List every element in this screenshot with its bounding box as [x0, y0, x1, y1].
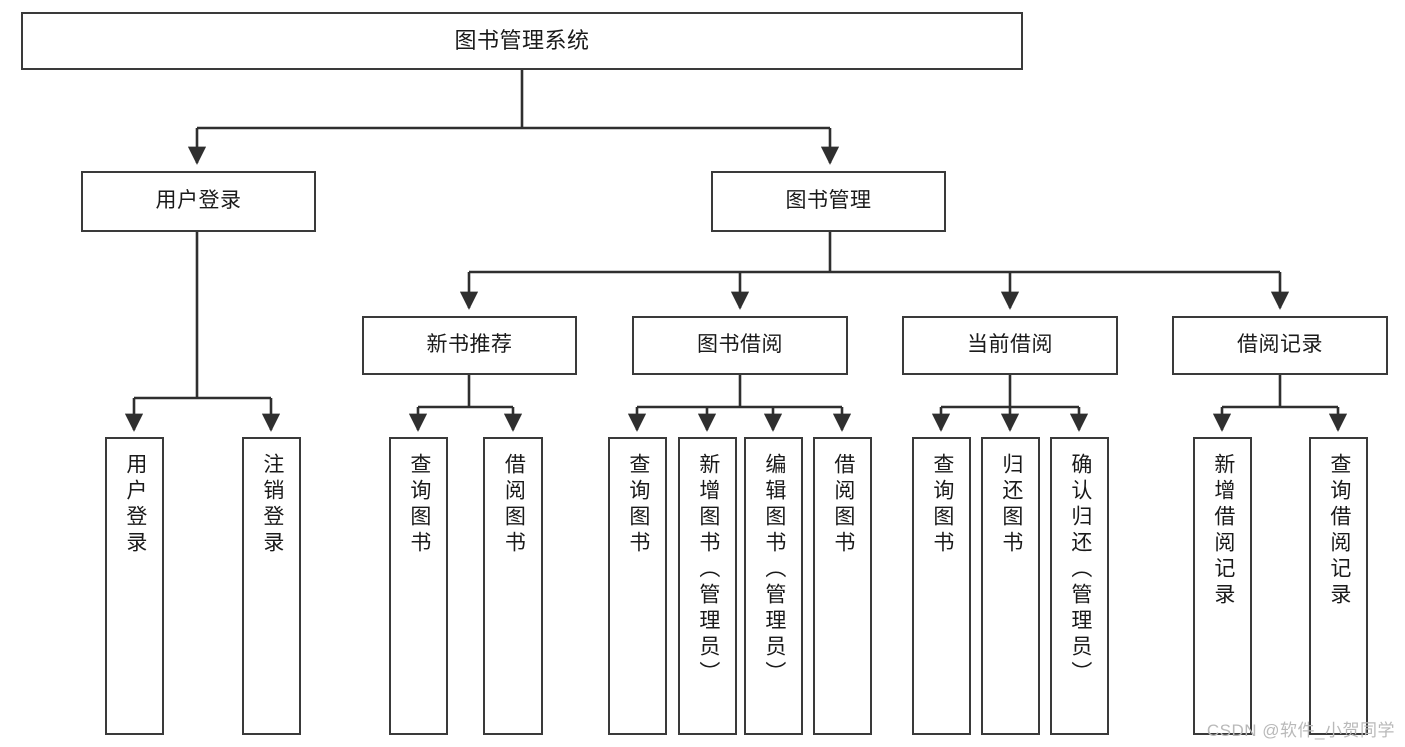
node-book-borrowing[interactable]: 图书借阅 [632, 316, 848, 375]
node-label: 当前借阅 [967, 333, 1053, 357]
leaf-add-book-admin[interactable]: 新增图书（管理员） [678, 437, 737, 735]
leaf-borrow-book-recommendation[interactable]: 借阅图书 [483, 437, 543, 735]
node-label: 图书管理系统 [454, 28, 590, 54]
leaf-user-login[interactable]: 用户登录 [105, 437, 164, 735]
node-label: 用户登录 [123, 453, 147, 557]
node-user-login[interactable]: 用户登录 [81, 171, 316, 232]
node-label: 查询图书 [626, 453, 650, 557]
node-borrowing-record[interactable]: 借阅记录 [1172, 316, 1388, 375]
leaf-query-book-borrowing[interactable]: 查询图书 [608, 437, 667, 735]
node-label: 确认归还（管理员） [1068, 453, 1092, 687]
node-label: 新书推荐 [426, 333, 513, 357]
node-new-book-recommendation[interactable]: 新书推荐 [362, 316, 577, 375]
node-label: 查询图书 [930, 453, 954, 557]
leaf-query-book-current[interactable]: 查询图书 [912, 437, 971, 735]
node-current-borrowing[interactable]: 当前借阅 [902, 316, 1118, 375]
node-label: 查询借阅记录 [1327, 453, 1351, 609]
leaf-confirm-return-admin[interactable]: 确认归还（管理员） [1050, 437, 1109, 735]
node-root-book-management-system[interactable]: 图书管理系统 [21, 12, 1023, 70]
leaf-borrow-book[interactable]: 借阅图书 [813, 437, 872, 735]
node-label: 归还图书 [999, 453, 1023, 557]
node-label: 查询图书 [407, 453, 431, 557]
leaf-return-book[interactable]: 归还图书 [981, 437, 1040, 735]
node-label: 新增借阅记录 [1211, 453, 1235, 609]
leaf-add-borrowing-record[interactable]: 新增借阅记录 [1193, 437, 1252, 735]
leaf-query-book-recommendation[interactable]: 查询图书 [389, 437, 448, 735]
leaf-query-borrowing-record[interactable]: 查询借阅记录 [1309, 437, 1368, 735]
csdn-watermark: CSDN @软件_小贺同学 [1206, 721, 1395, 740]
node-label: 注销登录 [260, 453, 284, 557]
node-book-management[interactable]: 图书管理 [711, 171, 946, 232]
node-label: 新增图书（管理员） [696, 453, 720, 687]
node-label: 图书借阅 [697, 333, 783, 357]
node-label: 图书管理 [785, 189, 872, 213]
leaf-edit-book-admin[interactable]: 编辑图书（管理员） [744, 437, 803, 735]
node-label: 借阅记录 [1237, 333, 1323, 357]
node-label: 借阅图书 [831, 453, 855, 557]
node-label: 用户登录 [155, 189, 242, 213]
leaf-logout[interactable]: 注销登录 [242, 437, 301, 735]
node-label: 编辑图书（管理员） [762, 453, 786, 687]
node-label: 借阅图书 [502, 453, 526, 557]
